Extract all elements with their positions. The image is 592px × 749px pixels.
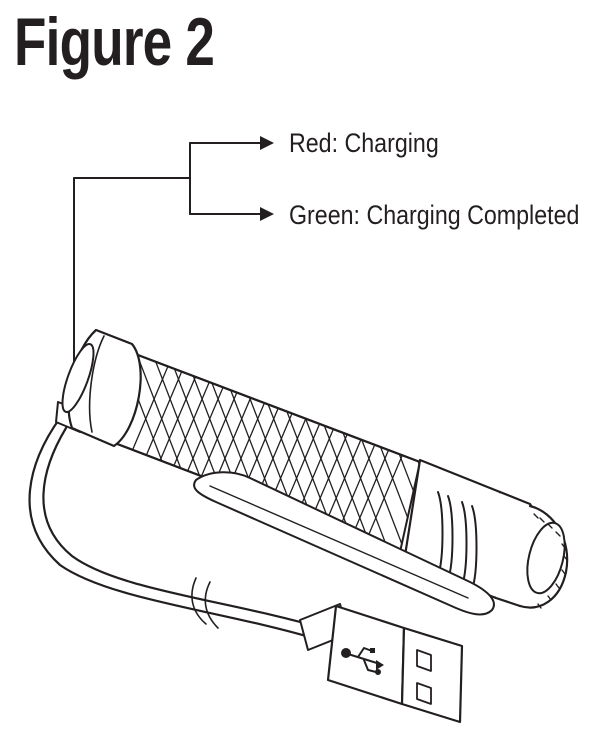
indicator-label-green: Green: Charging Completed bbox=[289, 200, 580, 230]
leader-lines bbox=[73, 136, 274, 413]
flashlight-head bbox=[402, 458, 569, 609]
usb-plug bbox=[299, 603, 464, 724]
tail-cap bbox=[61, 328, 142, 448]
indicator-label-red: Red: Charging bbox=[289, 128, 439, 158]
usb-icon bbox=[341, 647, 384, 675]
pocket-clip bbox=[193, 471, 495, 616]
figure-title: Figure 2 bbox=[14, 4, 215, 80]
